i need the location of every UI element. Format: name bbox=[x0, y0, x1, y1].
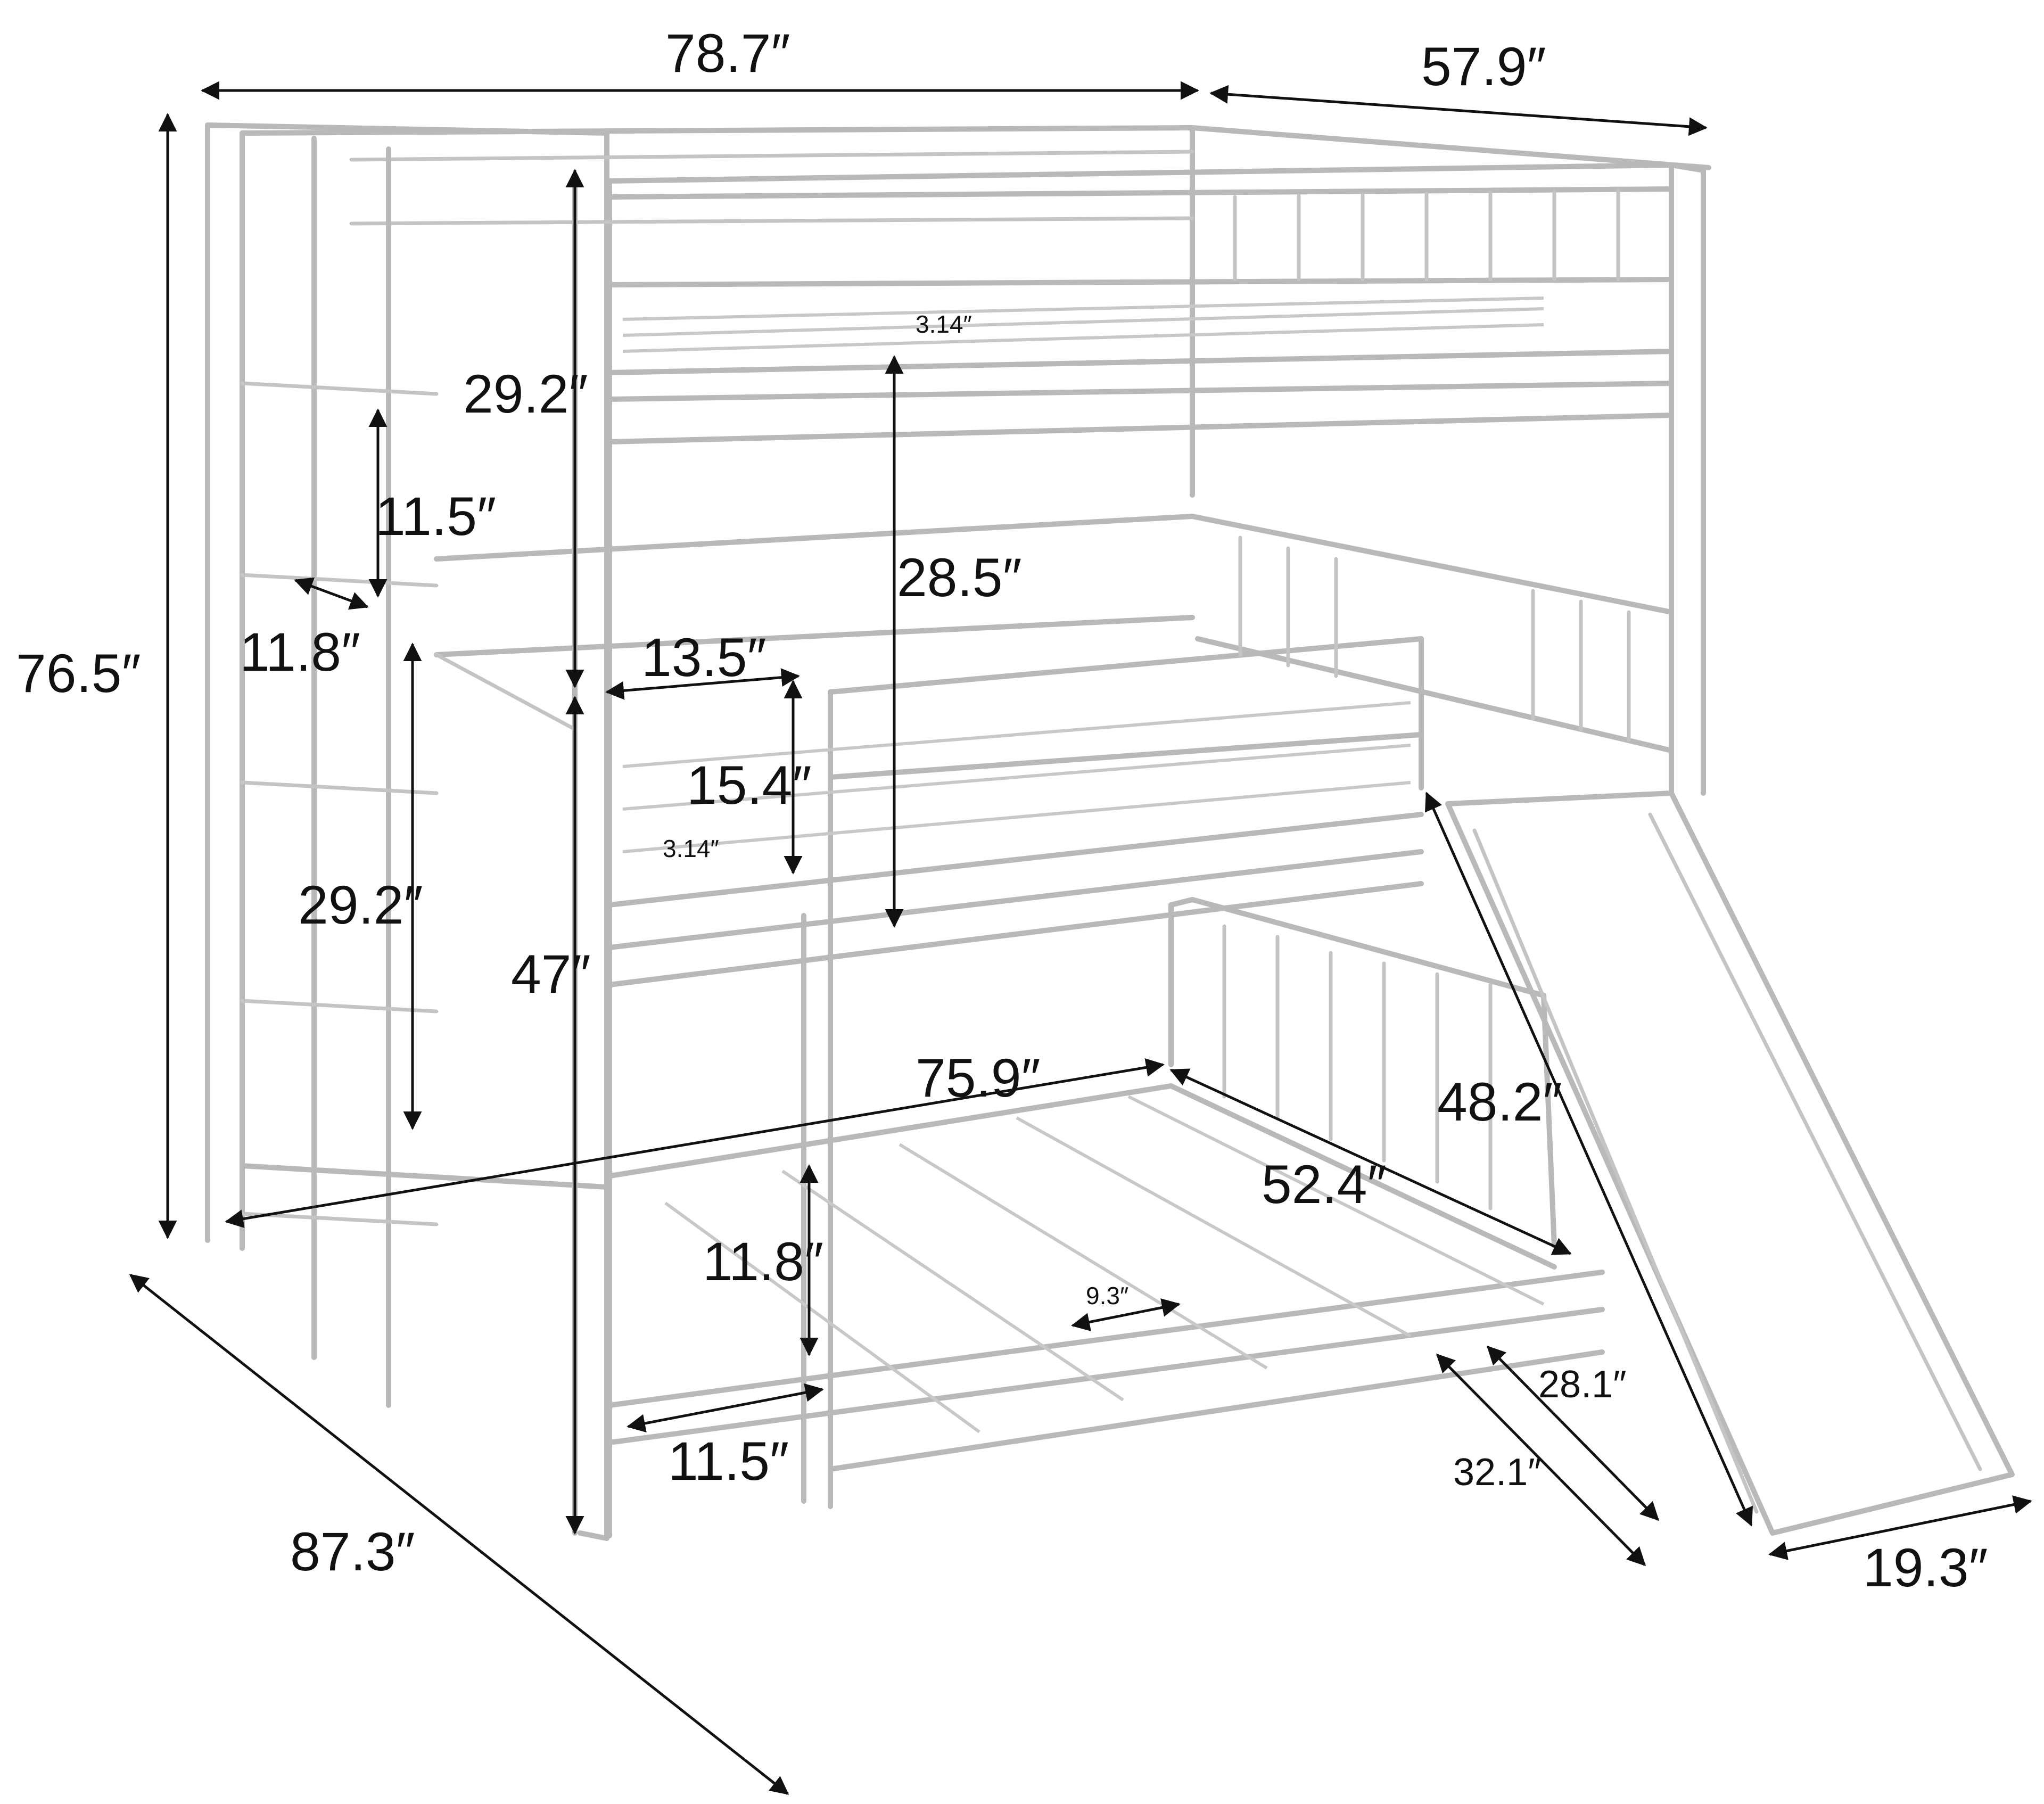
label-total-length: 87.3″ bbox=[290, 1521, 415, 1582]
top-bunk-rail-b bbox=[607, 381, 1674, 402]
label-overall-depth: 57.9″ bbox=[1421, 36, 1546, 97]
label-lower-height: 47″ bbox=[511, 944, 591, 1004]
label-top-slat-gap: 3.14″ bbox=[916, 310, 972, 338]
mid-bunk-right-rail-2 bbox=[1195, 636, 1674, 753]
label-ladder-spacing: 11.5″ bbox=[375, 486, 496, 547]
label-bottom-ladder-width: 11.5″ bbox=[668, 1431, 789, 1492]
mid-bunk-front-rail-a bbox=[607, 812, 1424, 908]
label-ladder-depth: 11.8″ bbox=[240, 622, 360, 682]
label-top-clearance: 28.5″ bbox=[897, 547, 1022, 608]
ladder-rung-3 bbox=[240, 780, 439, 795]
label-ladder-mid-height: 29.2″ bbox=[298, 875, 423, 935]
top-back-guard-2 bbox=[349, 216, 1194, 226]
arrow-bottom-length bbox=[225, 1058, 1165, 1228]
bed-drawing bbox=[205, 122, 2015, 1541]
dimension-labels: 78.7″ 57.9″ 76.5″ 87.3″ 29.2″ 11.5″ 11.8… bbox=[16, 23, 1988, 1598]
label-top-rail-height: 29.2″ bbox=[463, 364, 588, 424]
bottom-left-frame bbox=[240, 1163, 609, 1190]
mid-guard-rail-bottom bbox=[828, 732, 1424, 780]
label-overall-height: 76.5″ bbox=[16, 643, 141, 704]
mid-bunk-back-rail-2 bbox=[434, 615, 1195, 657]
top-bunk-rail-a bbox=[607, 349, 1674, 375]
mid-bunk-back-rail bbox=[434, 514, 1195, 562]
mid-right-balusters bbox=[1238, 536, 1631, 742]
label-guard-opening: 13.5″ bbox=[641, 627, 767, 688]
ladder-rung-2 bbox=[240, 573, 439, 588]
arrow-bottom-ladder-width bbox=[627, 1383, 824, 1433]
arrow-slide-outer-width bbox=[1436, 1353, 1646, 1567]
arrow-slide-length bbox=[1425, 792, 1753, 1527]
label-mid-slat-gap: 3.14″ bbox=[663, 835, 719, 862]
slide-outline bbox=[1445, 790, 2015, 1536]
bottom-slat bbox=[781, 1169, 1124, 1402]
label-mid-guard-height: 15.4″ bbox=[687, 755, 812, 815]
mid-slat bbox=[622, 781, 1411, 853]
mid-bunk-front-rail-b bbox=[607, 849, 1424, 950]
arrow-bottom-slat-gap bbox=[1071, 1298, 1181, 1331]
bottom-slat bbox=[1016, 1116, 1412, 1338]
top-back-guard bbox=[349, 150, 1194, 162]
mid-bunk-right-rail bbox=[1190, 514, 1674, 615]
label-bottom-slat-gap: 9.3″ bbox=[1086, 1282, 1128, 1309]
top-guard-rail bbox=[607, 186, 1674, 200]
ladder-rung-4 bbox=[240, 999, 439, 1014]
label-bottom-ladder-step: 11.8″ bbox=[703, 1231, 823, 1292]
label-bottom-length: 75.9″ bbox=[916, 1048, 1041, 1108]
top-slat bbox=[622, 323, 1544, 353]
arrow-slide-exit-width bbox=[1768, 1495, 2032, 1560]
top-slat bbox=[622, 307, 1544, 337]
label-slide-outer-width: 32.1″ bbox=[1453, 1451, 1542, 1494]
top-guard-rail-mid bbox=[607, 277, 1674, 287]
label-bottom-width: 52.4″ bbox=[1262, 1154, 1387, 1215]
arrow-total-length bbox=[129, 1274, 789, 1795]
arrow-guard-opening bbox=[605, 668, 800, 700]
mid-left-guard bbox=[434, 653, 577, 731]
slide-inner-edge bbox=[1472, 828, 1759, 1514]
top-bunk-rail-c bbox=[607, 413, 1674, 444]
arrow-ladder-depth bbox=[294, 577, 369, 610]
top-balusters bbox=[1233, 188, 1620, 282]
mid-bunk-front-rail-c bbox=[607, 881, 1424, 987]
mid-slat bbox=[622, 744, 1411, 811]
label-overall-length: 78.7″ bbox=[665, 23, 790, 84]
dimension-arrows bbox=[129, 81, 2032, 1795]
top-slats bbox=[622, 296, 1544, 353]
mid-slats bbox=[622, 701, 1411, 853]
mid-slat bbox=[622, 701, 1411, 768]
arrow-overall-depth bbox=[1209, 85, 1708, 136]
ladder-rung-1 bbox=[240, 381, 439, 396]
top-back-rail bbox=[240, 125, 1711, 170]
top-front-rail bbox=[607, 162, 1706, 184]
left-end-panel-top bbox=[205, 122, 609, 1541]
bottom-slat bbox=[899, 1143, 1268, 1370]
bottom-slat bbox=[664, 1201, 980, 1434]
top-slat bbox=[622, 296, 1544, 321]
label-slide-length: 48.2″ bbox=[1437, 1072, 1562, 1132]
label-slide-exit-width: 19.3″ bbox=[1863, 1537, 1988, 1598]
label-slide-inner-width: 28.1″ bbox=[1538, 1363, 1627, 1406]
mid-guard-rail-top bbox=[828, 636, 1424, 695]
